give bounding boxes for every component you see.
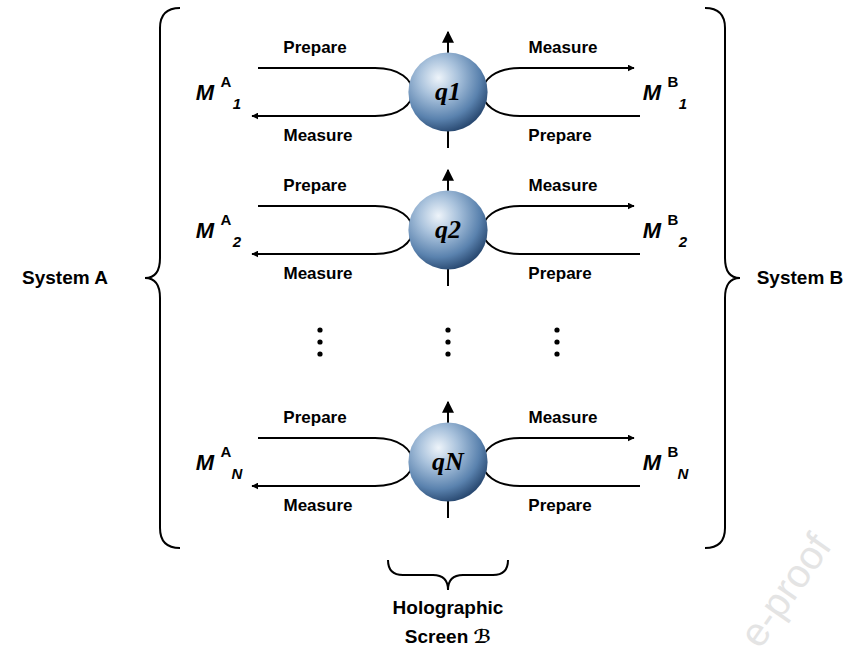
superscript: A: [221, 212, 232, 229]
loop-arrow: [483, 438, 641, 486]
loop-arrow: [483, 68, 641, 116]
action-label: Measure: [284, 127, 353, 146]
watermark: e-proof: [731, 525, 840, 654]
brace: [145, 8, 740, 590]
action-label: Prepare: [528, 265, 591, 284]
operator-symbol: M: [196, 81, 214, 105]
action-label: Prepare: [283, 409, 346, 428]
operator-symbol: M: [643, 81, 661, 105]
qubit-sphere: qN: [408, 422, 488, 502]
system-label: System B: [757, 268, 844, 289]
subscript: 2: [679, 234, 687, 251]
action-label: Measure: [529, 177, 598, 196]
operator-symbol: M: [196, 451, 214, 475]
qubit-label: q2: [435, 215, 461, 245]
subscript: N: [232, 466, 243, 483]
action-label: Measure: [529, 39, 598, 58]
operator-symbol: M: [196, 219, 214, 243]
loop-arrow: [252, 206, 413, 254]
loop-arrow: [252, 68, 413, 116]
subscript: 1: [679, 96, 687, 113]
action-label: Prepare: [528, 497, 591, 516]
superscript: B: [668, 444, 679, 461]
action-label: Prepare: [283, 39, 346, 58]
superscript: A: [221, 74, 232, 91]
operator-symbol: M: [643, 219, 661, 243]
superscript: B: [668, 212, 679, 229]
action-label: Prepare: [283, 177, 346, 196]
superscript: A: [221, 444, 232, 461]
right-brace: [705, 8, 740, 548]
loop-arrow: [483, 206, 641, 254]
operator-symbol: M: [643, 451, 661, 475]
subscript: 1: [233, 96, 241, 113]
screen-label: Holographic Screen ℬ: [383, 594, 513, 651]
action-label: Measure: [529, 409, 598, 428]
left-brace: [145, 8, 180, 548]
bottom-brace: [388, 560, 508, 590]
action-label: Prepare: [528, 127, 591, 146]
subscript: N: [678, 466, 689, 483]
qubit-sphere: q2: [408, 190, 488, 270]
qubit-label: q1: [435, 77, 461, 107]
system-label: System A: [22, 268, 108, 289]
action-label: Measure: [284, 265, 353, 284]
subscript: 2: [233, 234, 241, 251]
qubit-label: qN: [432, 447, 464, 477]
loop-arrow: [252, 438, 413, 486]
qubit-sphere: q1: [408, 52, 488, 132]
ellipsis-dots: [317, 327, 559, 356]
superscript: B: [668, 74, 679, 91]
action-label: Measure: [284, 497, 353, 516]
